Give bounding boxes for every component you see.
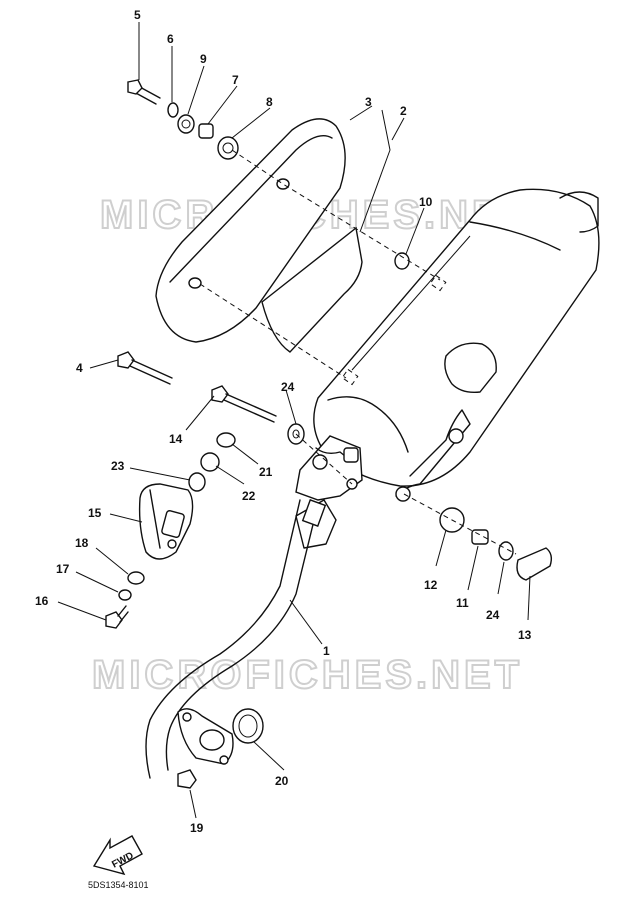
- callout-11: 11: [456, 596, 469, 610]
- callout-24-lower: 24: [486, 608, 500, 622]
- callout-24-upper: 24: [281, 380, 295, 394]
- callout-4: 4: [76, 361, 83, 375]
- lower-guard: [138, 483, 194, 560]
- callout-22: 22: [242, 489, 256, 503]
- callout-19: 19: [190, 821, 204, 835]
- callout-15: 15: [88, 506, 102, 520]
- callout-1: 1: [323, 644, 330, 658]
- watermark-bottom: MICROFICHES.NET: [92, 653, 523, 697]
- callout-8: 8: [266, 95, 273, 109]
- callout-23: 23: [111, 459, 125, 473]
- callout-5: 5: [134, 8, 141, 22]
- callout-12: 12: [424, 578, 438, 592]
- callout-6: 6: [167, 32, 174, 46]
- callout-14: 14: [169, 432, 183, 446]
- callout-3: 3: [365, 95, 372, 109]
- callout-10: 10: [419, 195, 433, 209]
- callout-20: 20: [275, 774, 289, 788]
- fwd-arrow-icon: FWD: [92, 835, 143, 876]
- callout-21: 21: [259, 465, 273, 479]
- callout-numbers: 1 2 3 4 5 6 7 8 9 10 11 12 13 14 15 16 1…: [35, 8, 532, 835]
- callout-18: 18: [75, 536, 89, 550]
- muffler: [295, 188, 600, 502]
- callout-17: 17: [56, 562, 70, 576]
- drawing-code: 5DS1354-8101: [88, 880, 149, 890]
- exhaust-pipe: [145, 499, 337, 779]
- callout-2: 2: [400, 104, 407, 118]
- callout-9: 9: [200, 52, 207, 66]
- callout-7: 7: [232, 73, 239, 87]
- leader-lines: [57, 22, 531, 819]
- callout-13: 13: [518, 628, 532, 642]
- callout-16: 16: [35, 594, 49, 608]
